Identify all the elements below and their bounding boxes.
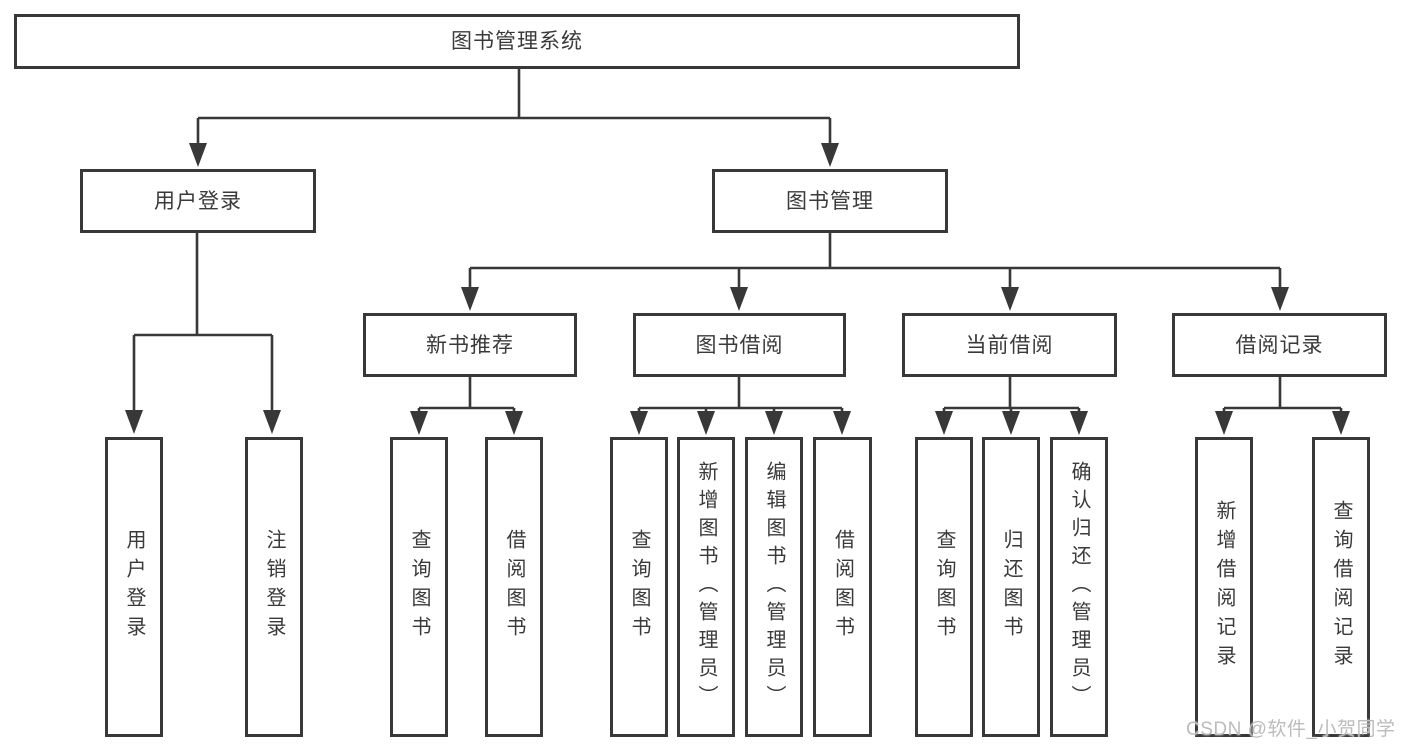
- leaf-current-confirm-return: 确认归还（管理员）: [1050, 437, 1108, 737]
- node-borrow-records: 借阅记录: [1172, 313, 1387, 377]
- arrowheads: [125, 143, 1350, 435]
- node-user-login: 用户登录: [80, 169, 316, 233]
- leaf-borrow-edit-books: 编辑图书（管理员）: [745, 437, 803, 737]
- leaf-current-query-books: 查询图书: [915, 437, 973, 737]
- node-new-book-recommend: 新书推荐: [363, 313, 577, 377]
- leaf-records-query-record: 查询借阅记录: [1312, 437, 1370, 737]
- node-root: 图书管理系统: [14, 14, 1020, 69]
- leaf-borrow-add-books: 新增图书（管理员）: [677, 437, 735, 737]
- leaf-logout: 注销登录: [245, 437, 303, 737]
- node-current-borrow: 当前借阅: [902, 313, 1117, 377]
- leaf-current-return-books: 归还图书: [982, 437, 1040, 737]
- leaf-recommend-query-books: 查询图书: [390, 437, 448, 737]
- leaf-records-add-record: 新增借阅记录: [1195, 437, 1253, 737]
- leaf-borrow-query-books: 查询图书: [610, 437, 668, 737]
- csdn-watermark: CSDN @软件_小贺同学: [1186, 719, 1396, 740]
- node-book-management: 图书管理: [712, 169, 948, 233]
- leaf-borrow-borrow-books: 借阅图书: [813, 437, 872, 737]
- node-book-borrow: 图书借阅: [633, 313, 846, 377]
- leaf-user-login: 用户登录: [105, 437, 163, 737]
- leaf-recommend-borrow-books: 借阅图书: [485, 437, 543, 737]
